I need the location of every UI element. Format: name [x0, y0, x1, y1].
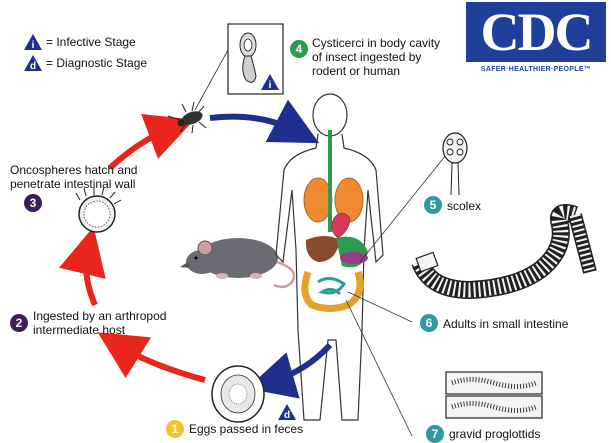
proglottids-image: [445, 371, 543, 419]
stage-7-badge: 7: [426, 425, 444, 443]
stage-6-label: Adults in small intestine: [443, 317, 569, 331]
cdc-logo-tagline: SAFER·HEALTHIER·PEOPLE™: [480, 66, 592, 73]
human-figure: [275, 93, 384, 421]
stage-2-label: Ingested by an arthropod intermediate ho…: [33, 309, 167, 337]
beetle-icon: [167, 101, 207, 134]
svg-text:i: i: [32, 40, 35, 50]
cdc-logo: CDC SAFER·HEALTHIER·PEOPLE™: [466, 2, 606, 80]
stage-6-badge: 6: [420, 314, 438, 332]
infective-stage-icon: i: [24, 34, 42, 50]
insect-callout-line: [194, 49, 229, 111]
stage-4-label: Cysticerci in body cavity of insect inge…: [312, 36, 441, 78]
legend-diagnostic: d = Diagnostic Stage: [24, 55, 147, 71]
cdc-logo-letters: CDC: [466, 2, 606, 62]
scolex-callout-line: [359, 154, 447, 263]
arrow-intestine-to-eggs: [246, 342, 333, 399]
stage-4-badge: 4: [290, 40, 308, 58]
legend-infective: i = Infective Stage: [24, 34, 136, 50]
scolex-image: [442, 132, 468, 196]
adult-worm-image: [411, 204, 597, 300]
egg-image: [211, 365, 265, 423]
adults-callout-line: [347, 291, 413, 323]
svg-text:d: d: [30, 61, 36, 71]
legend-diagnostic-label: = Diagnostic Stage: [46, 56, 148, 70]
stage-1-badge: 1: [166, 420, 184, 438]
diagnostic-stage-icon: d: [24, 55, 42, 71]
stage-3-label: Oncospheres hatch and penetrate intestin…: [10, 163, 138, 191]
stage-7-label: gravid proglottids: [449, 427, 541, 441]
stage-3-badge: 3: [24, 194, 42, 212]
svg-text:i: i: [269, 80, 272, 90]
rat-icon: [180, 238, 296, 289]
proglottids-callout-line: [345, 299, 413, 437]
oncosphere-image: [75, 186, 122, 233]
cysticercus-image: [227, 23, 284, 95]
arrow-host-to-oncospheres: [59, 226, 106, 307]
legend-infective-label: = Infective Stage: [46, 35, 136, 49]
cysticercus-infective-icon: i: [261, 74, 279, 90]
stage-2-badge: 2: [10, 314, 28, 332]
arrow-eggs-to-host: [97, 332, 206, 383]
stage-5-label: scolex: [447, 199, 482, 213]
arrow-oncospheres-to-insect: [107, 113, 195, 171]
stage-5-badge: 5: [424, 196, 442, 214]
stage-1-label: Eggs passed in feces: [189, 422, 304, 436]
arrow-insect-to-human: [209, 99, 320, 144]
svg-text:d: d: [284, 410, 290, 420]
egg-diagnostic-icon: d: [278, 404, 296, 420]
